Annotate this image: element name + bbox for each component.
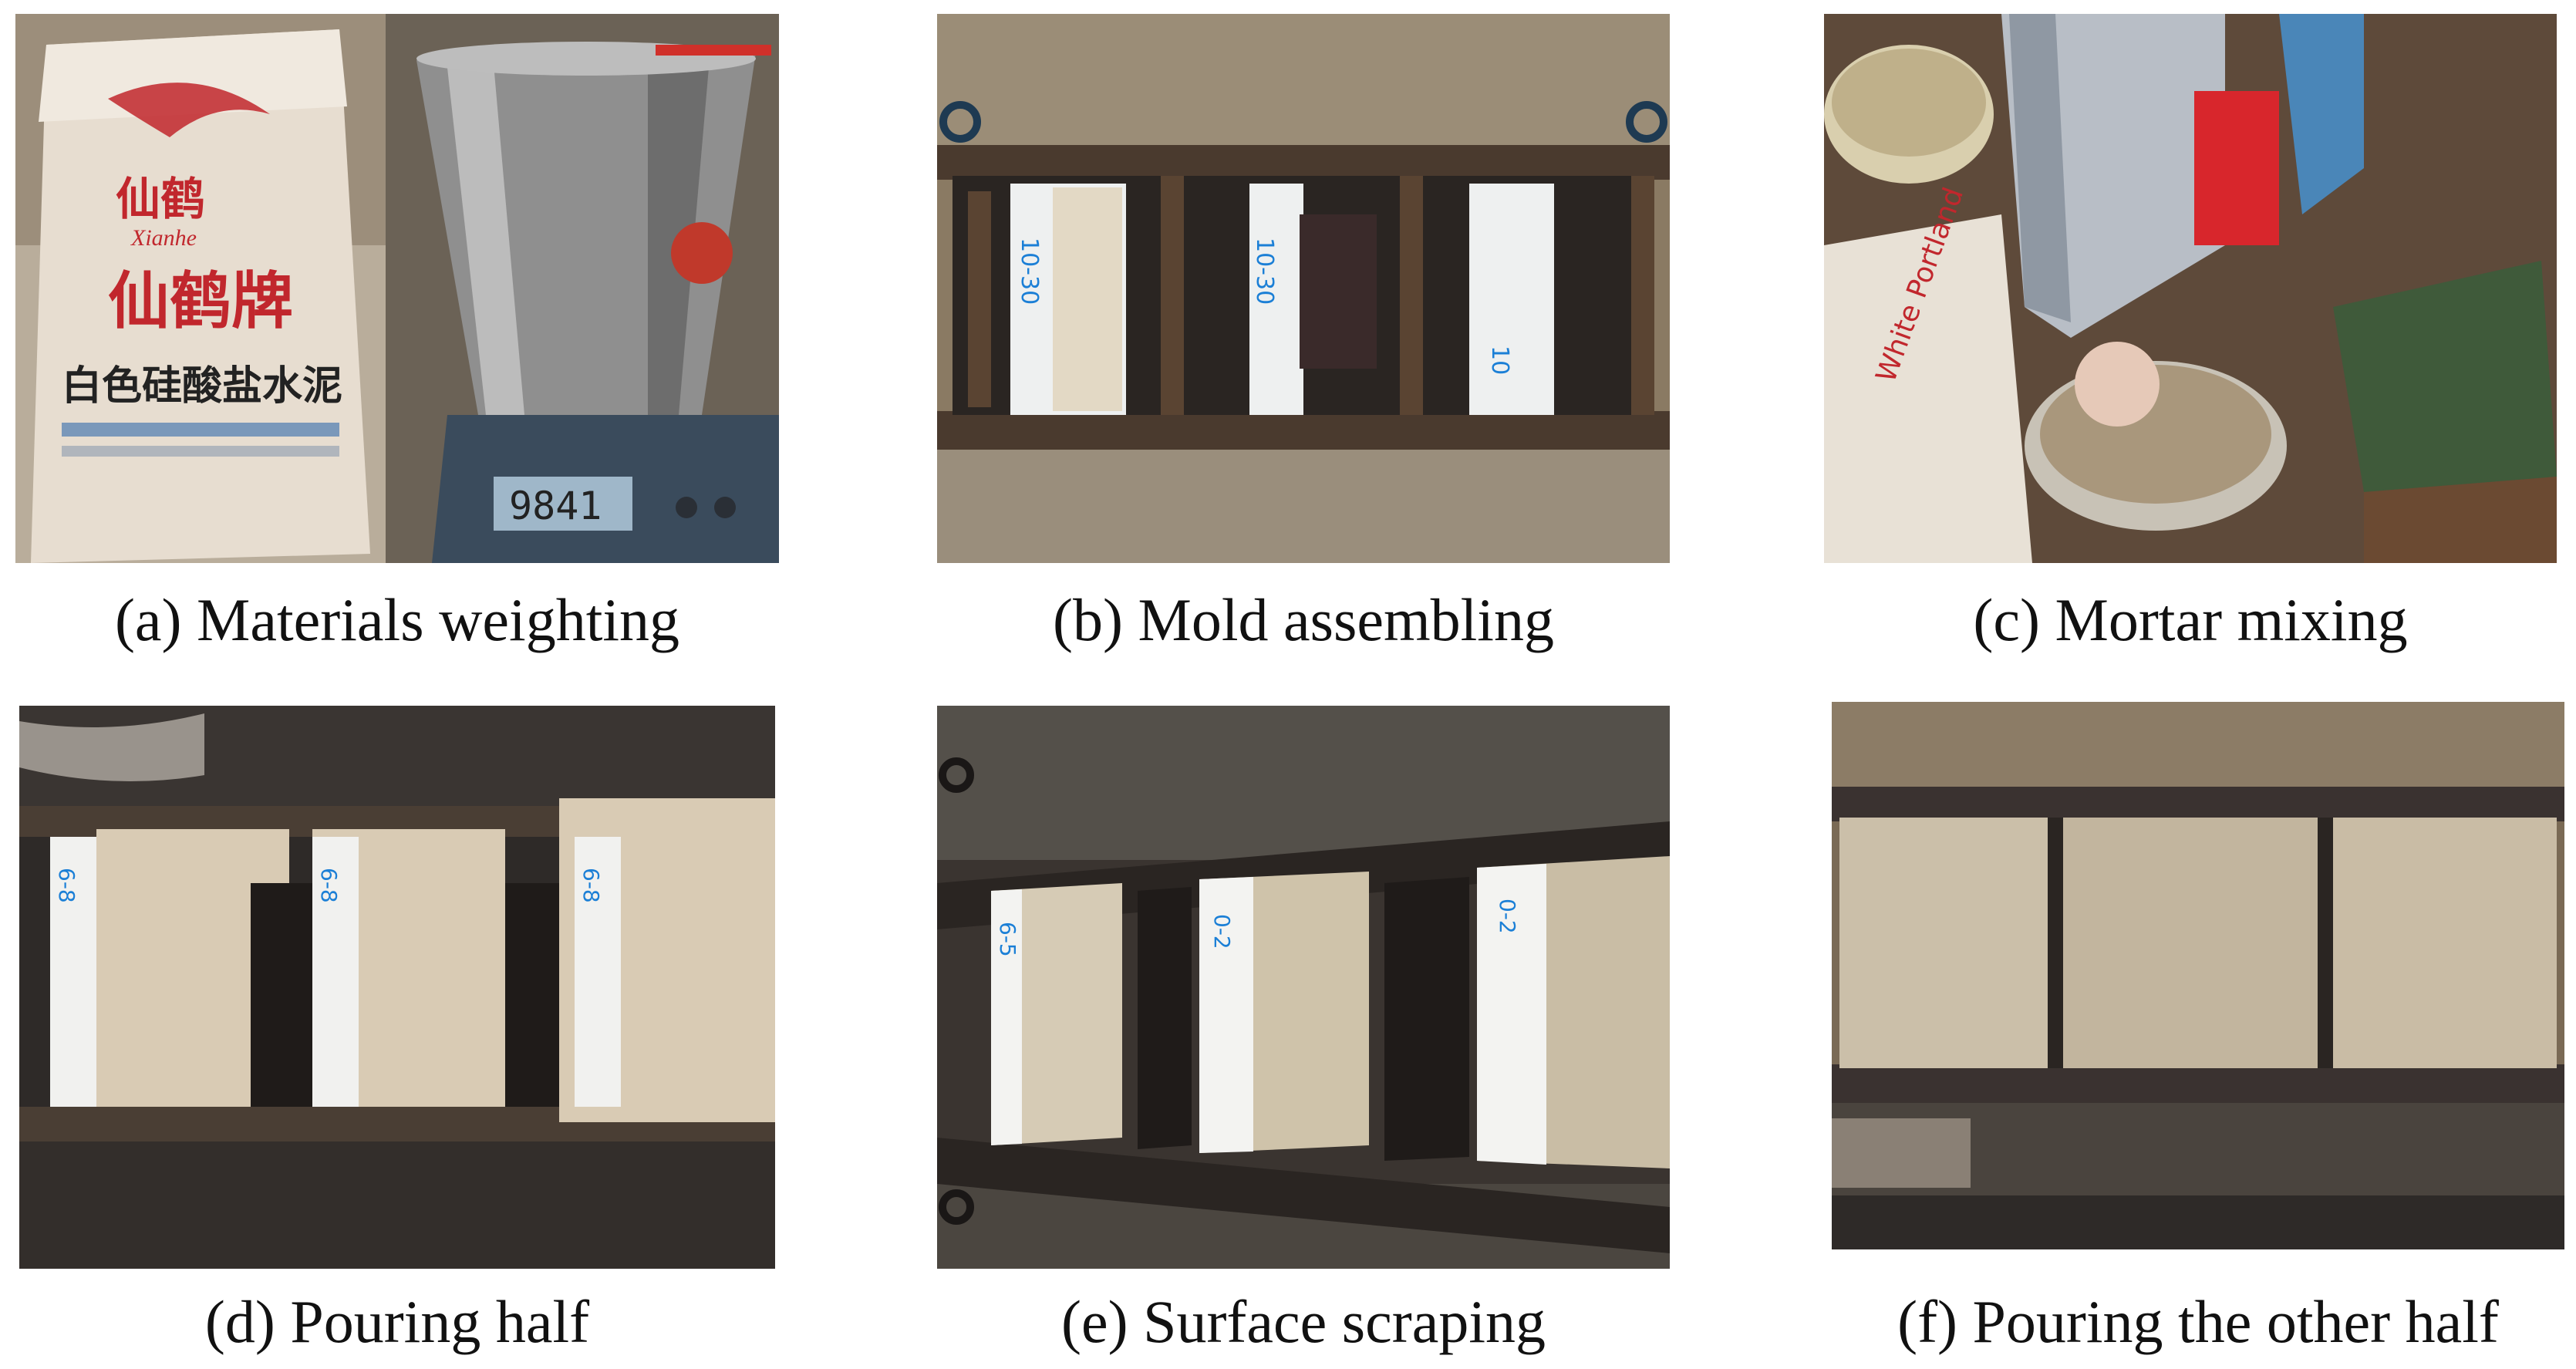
bag-product-text: 白色硅酸盐水泥 (62, 363, 342, 410)
mold-b-label-2: 10-30 (1251, 238, 1278, 305)
mold-b-label-3: 10 (1486, 346, 1513, 375)
photo-c-graphic: White Portland (1824, 14, 2557, 563)
photo-b-graphic: 10-30 10-30 10 (937, 14, 1670, 563)
photo-d-graphic: 6-8 6-8 6-8 (19, 706, 775, 1269)
mold-d-label-3: 6-8 (578, 868, 604, 903)
scale-reading: 9841 (509, 484, 602, 528)
photo-materials-weighting: 仙鹤 Xianhe 仙鹤牌 白色硅酸盐水泥 9841 (15, 14, 779, 563)
caption-c: (c) Mortar mixing (1973, 586, 2408, 653)
mold-e-label-2: 0-2 (1209, 914, 1235, 949)
photo-pouring-half: 6-8 6-8 6-8 (19, 706, 775, 1269)
mold-e-label-1: 6-5 (995, 922, 1020, 957)
bag-latin-text: Xianhe (130, 225, 197, 251)
caption-f: (f) Pouring the other half (1897, 1288, 2499, 1355)
mold-d-label-1: 6-8 (54, 868, 79, 903)
mold-b-label-1: 10-30 (1016, 238, 1043, 305)
caption-e: (e) Surface scraping (1061, 1288, 1546, 1355)
photo-f-graphic (1832, 702, 2564, 1249)
photo-e-graphic: 6-5 0-2 0-2 (937, 706, 1670, 1269)
photo-mold-assembling: 10-30 10-30 10 (937, 14, 1670, 563)
caption-b: (b) Mold assembling (1053, 586, 1554, 653)
caption-a: (a) Materials weighting (114, 586, 680, 653)
bag-logo-text: 仙鹤 (116, 173, 205, 225)
mold-d-label-2: 6-8 (316, 868, 342, 903)
photo-mortar-mixing: White Portland (1824, 14, 2557, 563)
mold-e-label-3: 0-2 (1495, 899, 1520, 934)
photo-surface-scraping: 6-5 0-2 0-2 (937, 706, 1670, 1269)
photo-a-graphic: 仙鹤 Xianhe 仙鹤牌 白色硅酸盐水泥 9841 (15, 14, 779, 563)
photo-pouring-other-half (1832, 702, 2564, 1249)
bag-brand-text: 仙鹤牌 (108, 265, 293, 337)
caption-d: (d) Pouring half (204, 1288, 590, 1355)
